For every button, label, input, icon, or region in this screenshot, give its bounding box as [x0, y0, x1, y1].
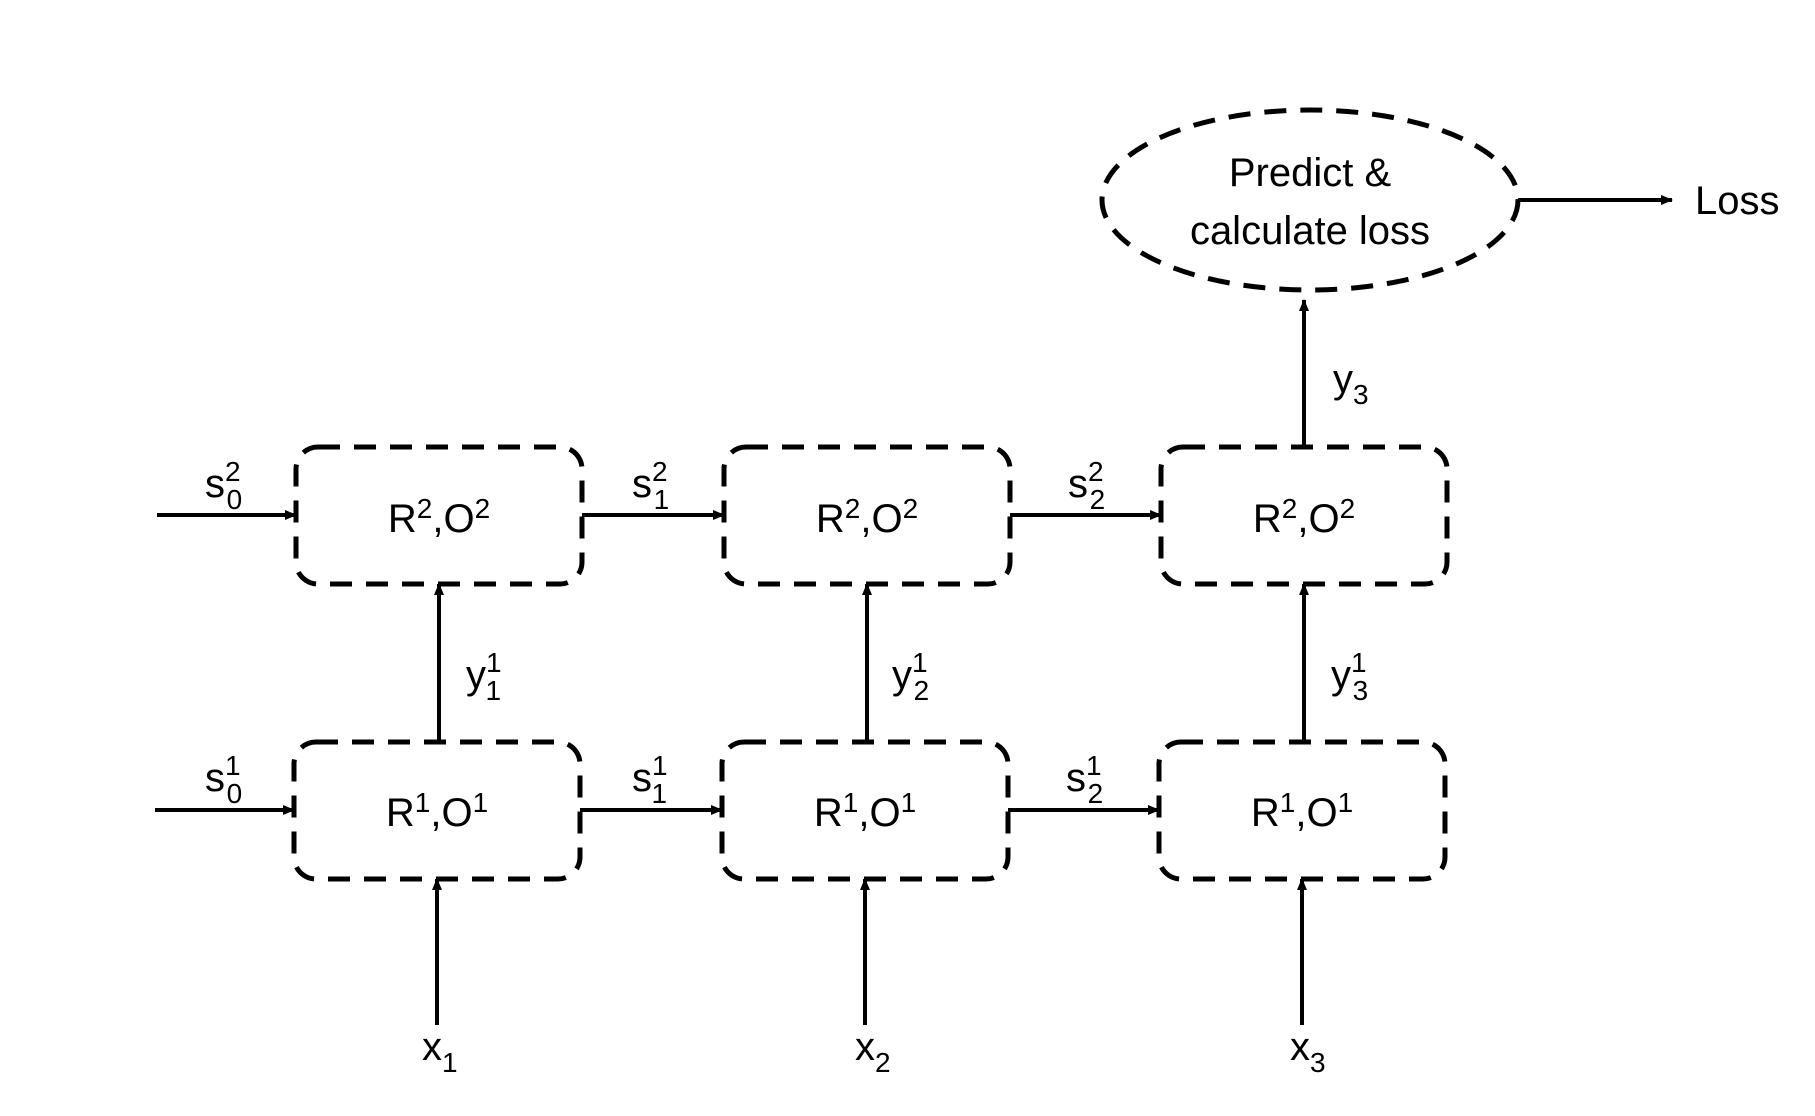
layer1-cell-3-label: R1,O1 — [1251, 787, 1353, 835]
input-label-2: x2 — [855, 1025, 891, 1078]
input-label-1: x1 — [422, 1025, 458, 1078]
predict-node-line1: Predict & — [1229, 151, 1392, 195]
loss-label: Loss — [1695, 179, 1780, 223]
layer2-cell-2-label: R2,O2 — [816, 493, 918, 541]
layer2-cell-1-label: R2,O2 — [388, 493, 490, 541]
layer1-cell-2-label: R1,O1 — [814, 787, 916, 835]
predict-node — [1099, 107, 1521, 293]
input-label-3: x3 — [1290, 1025, 1326, 1078]
layer2-cell-3-label: R2,O2 — [1253, 493, 1355, 541]
layer1-cell-1-label: R1,O1 — [386, 787, 488, 835]
predict-node-line2: calculate loss — [1190, 209, 1430, 253]
output-top-label: y3 — [1333, 357, 1369, 410]
